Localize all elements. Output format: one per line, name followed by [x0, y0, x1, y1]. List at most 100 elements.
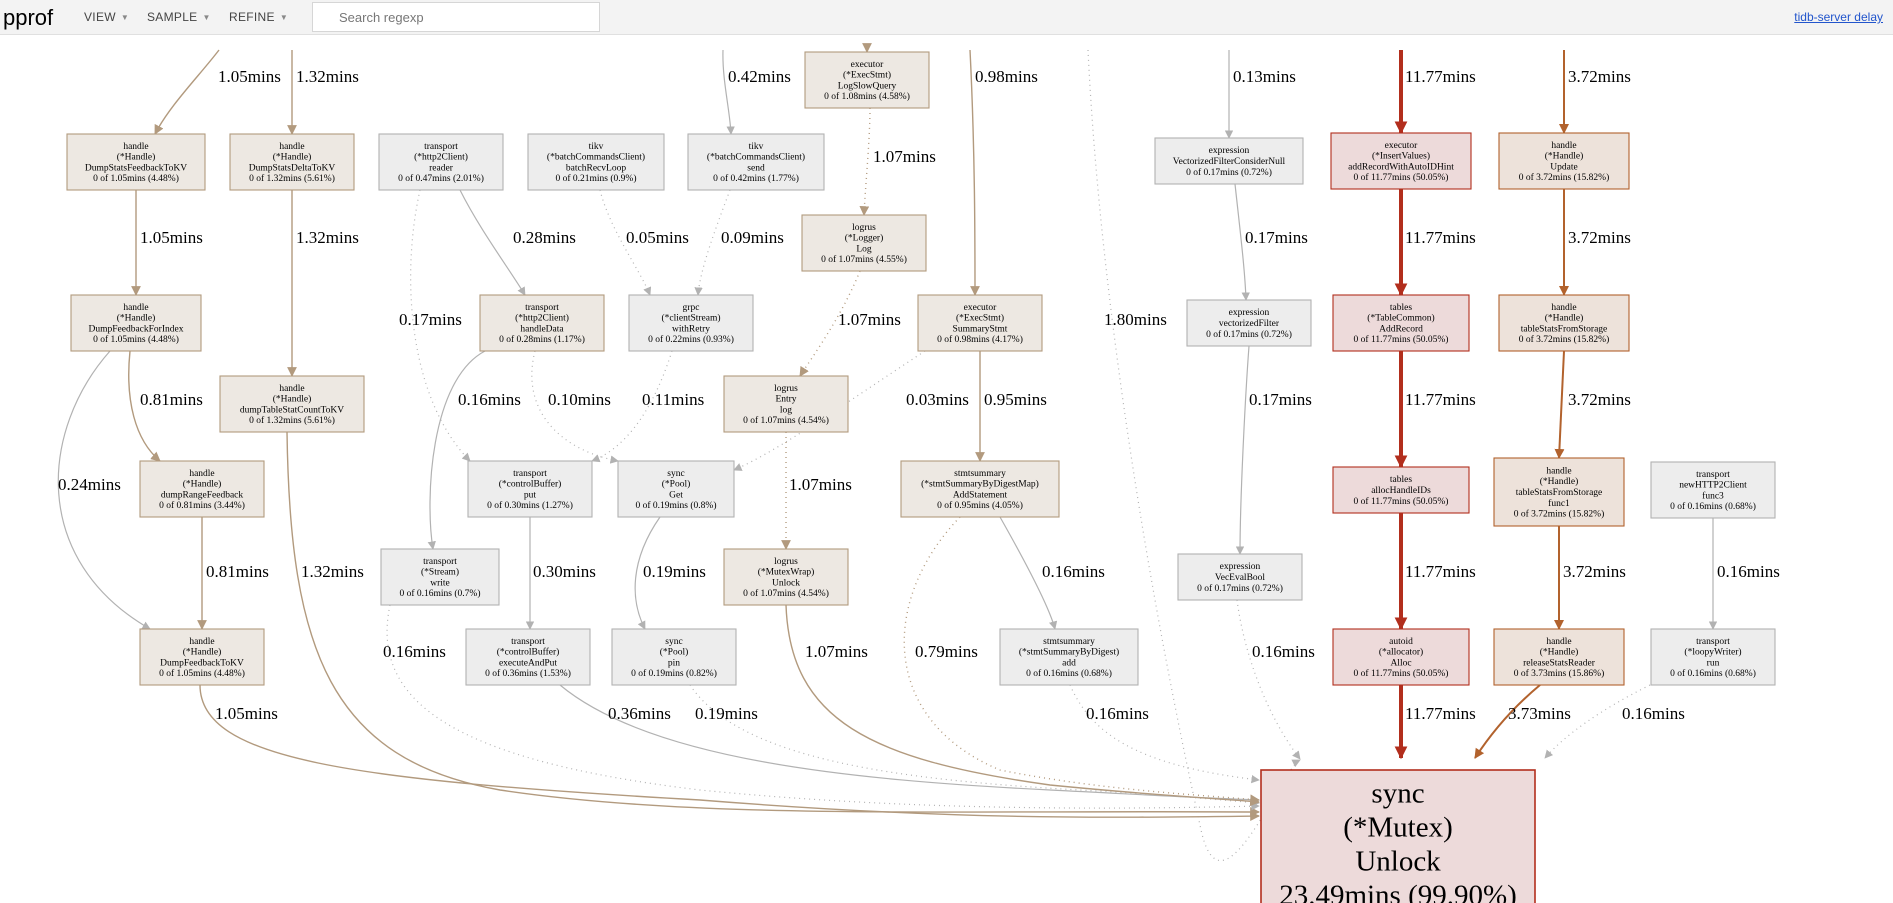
node-box[interactable] — [1330, 132, 1472, 190]
node-box[interactable] — [1154, 137, 1304, 185]
node-box[interactable] — [1186, 299, 1312, 347]
node-box[interactable] — [1332, 628, 1470, 686]
edge-loopyrun-unlock[interactable]: 0.16mins — [1544, 684, 1685, 759]
edge-line[interactable] — [1474, 684, 1541, 759]
node-box[interactable] — [139, 628, 265, 686]
edge-rsreader-unlock[interactable]: 3.73mins — [1474, 684, 1571, 759]
node-addstmt[interactable]: stmtsummary(*stmtSummaryByDigestMap)AddS… — [900, 460, 1060, 518]
edge-line[interactable] — [1554, 350, 1565, 459]
edge-line[interactable] — [1069, 684, 1260, 784]
node-box[interactable] — [687, 133, 825, 191]
edge-line[interactable] — [903, 516, 1260, 805]
edge-line[interactable] — [634, 516, 661, 630]
edge-summ-addstmt[interactable]: 0.95mins — [975, 351, 1047, 462]
edge-line[interactable] — [128, 350, 161, 462]
edge-h2reader-cbput[interactable]: 0.17mins — [399, 189, 471, 462]
edge-line[interactable] — [999, 516, 1058, 630]
node-box[interactable] — [617, 460, 735, 518]
edge-vfcn-vecfilter[interactable]: 0.17mins — [1234, 183, 1308, 301]
edge-addstmt-ssdadd[interactable]: 0.16mins — [999, 516, 1105, 630]
edge-in-batchsend[interactable]: 0.42mins — [722, 49, 791, 135]
node-box[interactable] — [723, 375, 849, 433]
edge-dffi-drf[interactable]: 0.81mins — [128, 350, 203, 462]
edge-logslow-loggerlog[interactable]: 1.07mins — [859, 107, 936, 216]
edge-in-summarystmt[interactable]: 0.98mins — [969, 49, 1038, 296]
node-box[interactable] — [1498, 294, 1630, 352]
node-box[interactable] — [1177, 553, 1303, 601]
edge-in-dsd2kv[interactable]: 1.32mins — [287, 50, 359, 135]
node-box[interactable] — [999, 628, 1139, 686]
edge-swrite-unlock[interactable]: 0.16mins — [383, 604, 1260, 811]
edge-vecfilter-vecevalbool[interactable]: 0.17mins — [1235, 345, 1312, 555]
edge-loggerlog-entry[interactable]: 1.07mins — [799, 270, 901, 377]
edge-h2handle-poolget[interactable]: 0.10mins — [531, 350, 619, 464]
edge-dsd2kv-dtsc2kv[interactable]: 1.32mins — [287, 190, 359, 377]
edge-addrecord-allochid[interactable]: 11.77mins — [1394, 351, 1476, 469]
edge-tsfsf1-rsreader[interactable]: 3.72mins — [1554, 526, 1626, 630]
edge-line[interactable] — [57, 350, 151, 630]
edge-addstmt-unlock[interactable]: 0.79mins — [903, 516, 1260, 805]
node-box[interactable] — [380, 548, 500, 606]
edge-cbput-cbexec[interactable]: 0.30mins — [525, 517, 596, 630]
edge-line[interactable] — [591, 350, 673, 463]
edge-line[interactable] — [199, 684, 1260, 822]
node-box[interactable] — [611, 628, 737, 686]
edge-line[interactable] — [531, 350, 619, 464]
edge-entry-mwunlock[interactable]: 1.07mins — [781, 432, 852, 550]
edge-in-vfcn[interactable]: 0.13mins — [1224, 50, 1296, 139]
edge-line[interactable] — [559, 684, 1260, 804]
node-box[interactable] — [1493, 457, 1625, 527]
edge-mwunlock-unlock[interactable]: 1.07mins — [785, 604, 1260, 807]
edge-in-dsf2kv[interactable]: 1.05mins — [154, 49, 281, 135]
edge-drf-dfb2kv[interactable]: 0.81mins — [197, 517, 269, 630]
edge-h2reader-h2handle[interactable]: 0.28mins — [459, 189, 576, 296]
edge-grpc-cbput[interactable]: 0.11mins — [591, 350, 704, 463]
edge-line[interactable] — [859, 107, 871, 216]
edge-cbexec-unlock[interactable]: 0.36mins — [559, 684, 1260, 804]
node-box[interactable] — [66, 133, 206, 191]
node-box[interactable] — [479, 294, 605, 352]
node-addrec-autoid[interactable]: executor(*InsertValues)addRecordWithAuto… — [1330, 132, 1472, 190]
edge-h2cf3-loopyrun[interactable]: 0.16mins — [1708, 518, 1780, 630]
edge-addrec-addrecord[interactable]: 11.77mins — [1394, 189, 1476, 297]
edge-line[interactable] — [722, 49, 735, 135]
edge-line[interactable] — [969, 49, 980, 296]
node-box[interactable] — [219, 375, 365, 433]
node-box[interactable] — [628, 294, 754, 352]
node-box[interactable] — [1650, 461, 1776, 519]
edge-line[interactable] — [459, 189, 526, 296]
edge-in-addrec[interactable]: 11.77mins — [1394, 50, 1476, 135]
edge-summ-poolget[interactable]: 0.03mins — [733, 350, 969, 471]
node-batchrecv[interactable]: tikv(*batchCommandsClient)batchRecvLoop0… — [527, 133, 665, 191]
node-box[interactable] — [804, 51, 930, 109]
edge-poolget-poolpin[interactable]: 0.19mins — [634, 516, 706, 630]
node-box[interactable] — [527, 133, 665, 191]
node-box[interactable] — [917, 294, 1043, 352]
edge-ssdadd-unlock[interactable]: 0.16mins — [1069, 684, 1260, 784]
node-box[interactable] — [1332, 294, 1470, 352]
node-box[interactable] — [900, 460, 1060, 518]
node-box[interactable] — [465, 628, 591, 686]
